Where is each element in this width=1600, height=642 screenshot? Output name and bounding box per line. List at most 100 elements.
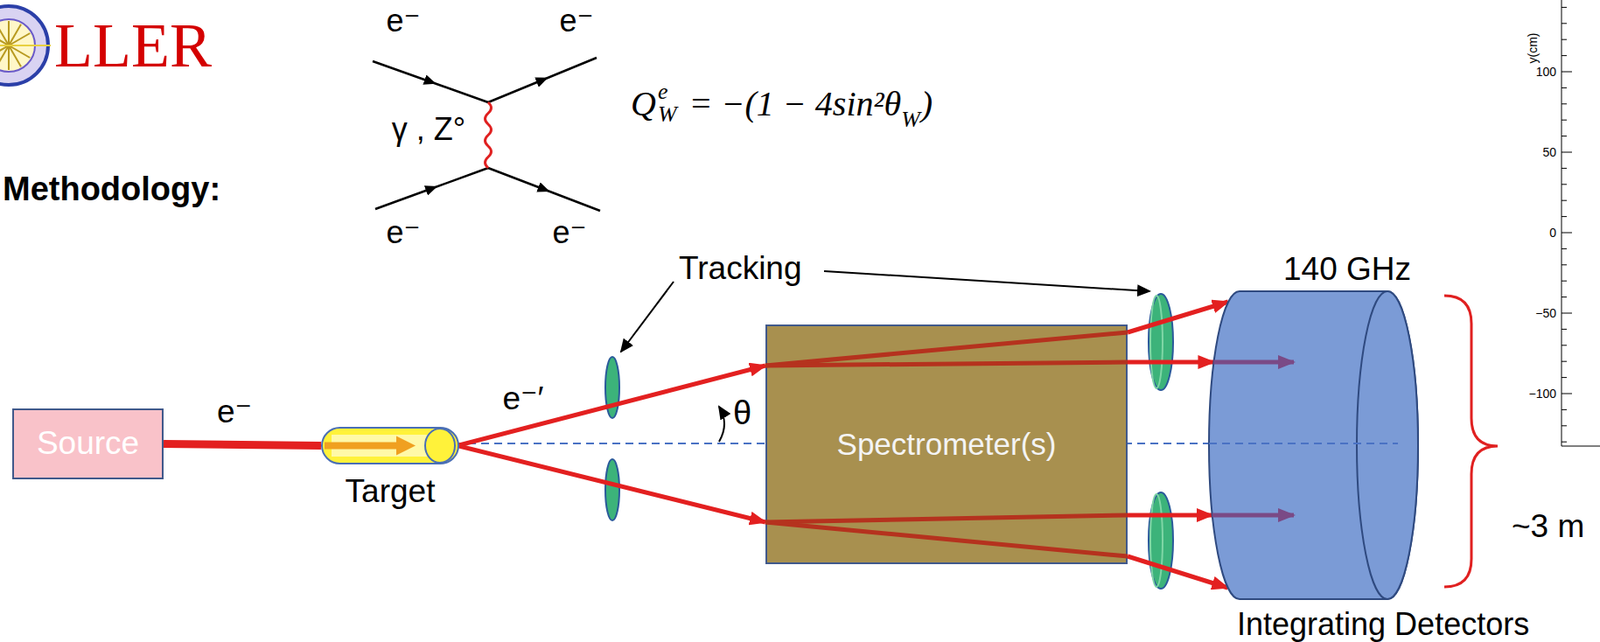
- axis-tick: [1561, 313, 1573, 315]
- formula-symbol: Q: [630, 83, 657, 124]
- axis-tick: [1561, 280, 1567, 282]
- axis-tick: [1561, 425, 1567, 427]
- logo-ray: [7, 45, 10, 70]
- axis-tick: [1561, 216, 1567, 217]
- axis-tick: [1561, 200, 1567, 202]
- electron-beam: [1127, 301, 1229, 333]
- particle-label: e⁻: [558, 5, 594, 37]
- formula-indices: eW: [657, 80, 678, 126]
- axis-tick: [1561, 361, 1567, 363]
- electron-beam: [457, 446, 766, 524]
- electron-track: [765, 362, 1128, 366]
- size-bracket: [1444, 295, 1498, 587]
- angle-arrow: [719, 406, 725, 442]
- electron-track: [765, 522, 1128, 557]
- formula-slot: W: [901, 106, 921, 133]
- axis-tick: [1561, 441, 1567, 443]
- electron-beam: [1127, 556, 1228, 588]
- tracking-disc: [1148, 492, 1174, 589]
- fermion-line: [372, 61, 489, 103]
- tick-label: 100: [1536, 65, 1557, 78]
- axis-tick: [1561, 377, 1567, 378]
- axis-tick: [1561, 6, 1567, 8]
- beam-connector: [457, 365, 766, 523]
- axis-tick: [1561, 103, 1567, 105]
- beam-axis: [1208, 442, 1398, 445]
- plot-axis: [1561, 0, 1600, 447]
- electron-beam: [1127, 513, 1213, 518]
- logo-ray: [7, 20, 10, 46]
- electron-beam: [457, 365, 766, 447]
- tracking-discs: [605, 293, 1174, 589]
- axis-tick: [1561, 167, 1567, 169]
- tick-label: −100: [1528, 387, 1557, 400]
- electron-track: [765, 332, 1128, 366]
- leader-line: [621, 281, 674, 352]
- leader-line: [824, 271, 1150, 292]
- logo-line: [0, 44, 51, 47]
- source-box: Source: [12, 408, 164, 480]
- node-label: Target: [345, 474, 436, 511]
- tracking-disc-face: [1150, 295, 1163, 389]
- particle-label: e⁻: [216, 395, 252, 428]
- logo-ray: [8, 33, 30, 46]
- logo-ray: [0, 45, 9, 58]
- boson-label: γ , Z°: [391, 113, 466, 146]
- formula-slot: = −(1 − 4sin²θ: [689, 83, 902, 125]
- electron-beam: [1127, 360, 1214, 365]
- beam-arrow: [324, 442, 399, 450]
- electron-track: [765, 515, 1128, 523]
- fermion-line: [488, 57, 597, 103]
- boson-propagator: [485, 102, 492, 168]
- particle-label: e⁻′: [502, 382, 544, 415]
- axis-tick: [1561, 119, 1567, 121]
- target-capsule-shape: [321, 426, 460, 465]
- axis-line: [1561, 0, 1563, 447]
- logo-ray: [8, 45, 21, 67]
- axis-tick: [1561, 344, 1567, 346]
- axis-tick: [1561, 328, 1567, 330]
- tick-label: 50: [1542, 146, 1557, 159]
- fermion-line: [488, 167, 601, 211]
- electron-track: [1213, 360, 1294, 365]
- angle-label: θ: [733, 396, 752, 430]
- particle-label: e⁻: [551, 216, 587, 249]
- dimension-label: ~3 m: [1511, 510, 1585, 543]
- axis-tick: [1561, 183, 1567, 185]
- formula-subscript: W: [657, 101, 678, 127]
- axis-tick: [1561, 55, 1567, 56]
- logo-text: LLER: [54, 13, 212, 77]
- axis-tick: [1561, 264, 1567, 266]
- axis-tick: [1561, 248, 1567, 250]
- formula-superscript: e: [657, 78, 669, 105]
- logo-ray: [0, 24, 9, 46]
- tick-label: −50: [1535, 307, 1557, 320]
- detector-cylinder-shape: [1208, 290, 1419, 601]
- axis-line: [1561, 446, 1600, 448]
- spectrometer-box: Spectrometer(s): [765, 324, 1128, 565]
- node-label: Spectrometer(s): [837, 427, 1057, 462]
- axis-tick: [1561, 39, 1567, 41]
- particle-label: e⁻: [385, 216, 420, 249]
- target-end: [425, 428, 455, 463]
- fermion-line: [375, 167, 489, 210]
- particle-label: e⁻: [385, 5, 420, 37]
- formula-slot: e: [657, 80, 678, 104]
- detector-cylinder: 140 GHzIntegrating Detectors: [1208, 290, 1419, 601]
- formula-body: = −(1 − 4sin²θ: [689, 83, 902, 124]
- feynman-diagram: [372, 57, 601, 211]
- part-label: Tracking: [678, 251, 803, 285]
- tracking-disc: [605, 459, 620, 521]
- axis-tick: [1561, 22, 1567, 24]
- tracking-disc: [1148, 293, 1174, 391]
- axis-tick: [1561, 296, 1567, 298]
- formula-slot: Q: [630, 83, 657, 125]
- logo: [0, 6, 51, 85]
- axis-tick: [1561, 135, 1567, 137]
- axis-tick: [1561, 409, 1567, 411]
- target-capsule: Target: [321, 426, 460, 465]
- formula-slot: W: [657, 103, 678, 126]
- section-heading: Methodology:: [2, 172, 221, 206]
- frequency-label: 140 GHz: [1283, 251, 1412, 288]
- electron-track: [1212, 513, 1294, 518]
